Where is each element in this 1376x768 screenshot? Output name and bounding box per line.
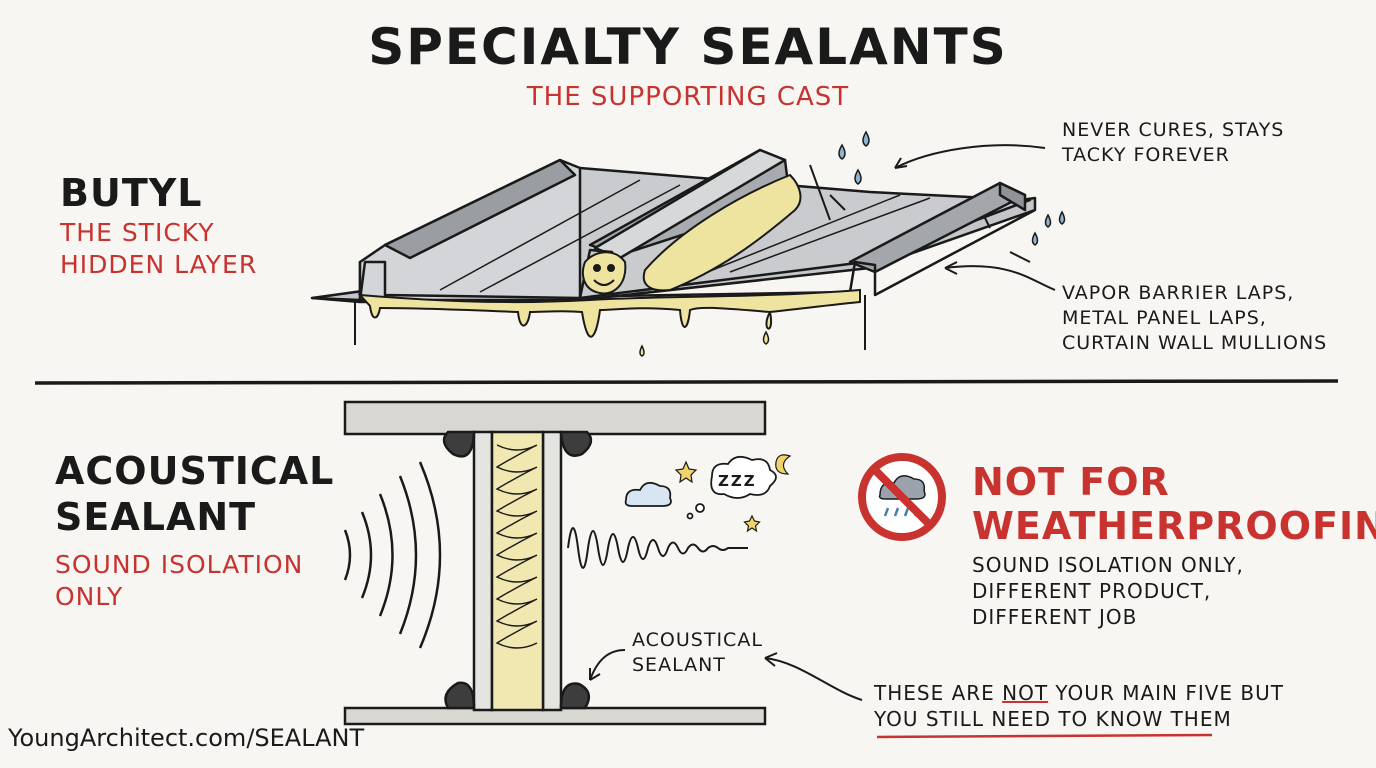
moon-icon — [775, 454, 792, 475]
butyl-uses-callout: VAPOR BARRIER LAPS, METAL PANEL LAPS, CU… — [1062, 282, 1328, 354]
thought-bubble-icon — [686, 455, 777, 520]
reminder-note: THESE ARE NOT YOUR MAIN FIVE BUT YOU STI… — [874, 680, 1284, 732]
reminder-line-2: YOU STILL NEED TO KNOW THEM — [874, 707, 1232, 731]
acoustical-heading: ACOUSTICAL SEALANT — [55, 449, 335, 539]
smiley-face-icon — [593, 264, 615, 286]
label-arrow — [589, 649, 626, 681]
reminder-arrow — [764, 657, 863, 701]
water-drops-icon — [838, 130, 1066, 246]
acoustical-sealant-label: ACOUSTICAL SEALANT — [632, 629, 763, 676]
damped-wave-icon — [567, 527, 748, 569]
acoustical-tagline: SOUND ISOLATION ONLY — [55, 550, 304, 611]
sleep-zzz: ZZZ — [718, 472, 757, 490]
reminder-line-1: THESE ARE NOT YOUR MAIN FIVE BUT — [874, 681, 1285, 705]
page-title: SPECIALTY SEALANTS — [368, 18, 1008, 76]
butyl-heading: BUTYL — [60, 171, 203, 215]
footer-url: YoungArchitect.com/SEALANT — [8, 724, 365, 752]
butyl-cure-callout: NEVER CURES, STAYS TACKY FOREVER — [1062, 119, 1285, 166]
butyl-sealant-ooze — [357, 173, 861, 338]
callout-arrow — [944, 265, 1056, 291]
butyl-tagline: THE STICKY HIDDEN LAYER — [60, 218, 258, 279]
callout-arrow — [894, 144, 1046, 169]
cloud-icon — [624, 481, 672, 507]
drip-icon — [639, 330, 770, 357]
insulation-pattern — [495, 444, 538, 649]
warning-body: SOUND ISOLATION ONLY, DIFFERENT PRODUCT,… — [972, 553, 1244, 629]
page-subtitle: THE SUPPORTING CAST — [526, 82, 850, 112]
section-divider — [34, 379, 1339, 385]
red-underline — [876, 733, 1213, 739]
no-rain-icon — [858, 453, 946, 541]
wall-section-illustration — [343, 400, 767, 726]
warning-headline: NOT FOR WEATHERPROOFING — [972, 460, 1376, 548]
sound-waves-icon — [343, 461, 442, 649]
star-icon — [674, 460, 761, 533]
